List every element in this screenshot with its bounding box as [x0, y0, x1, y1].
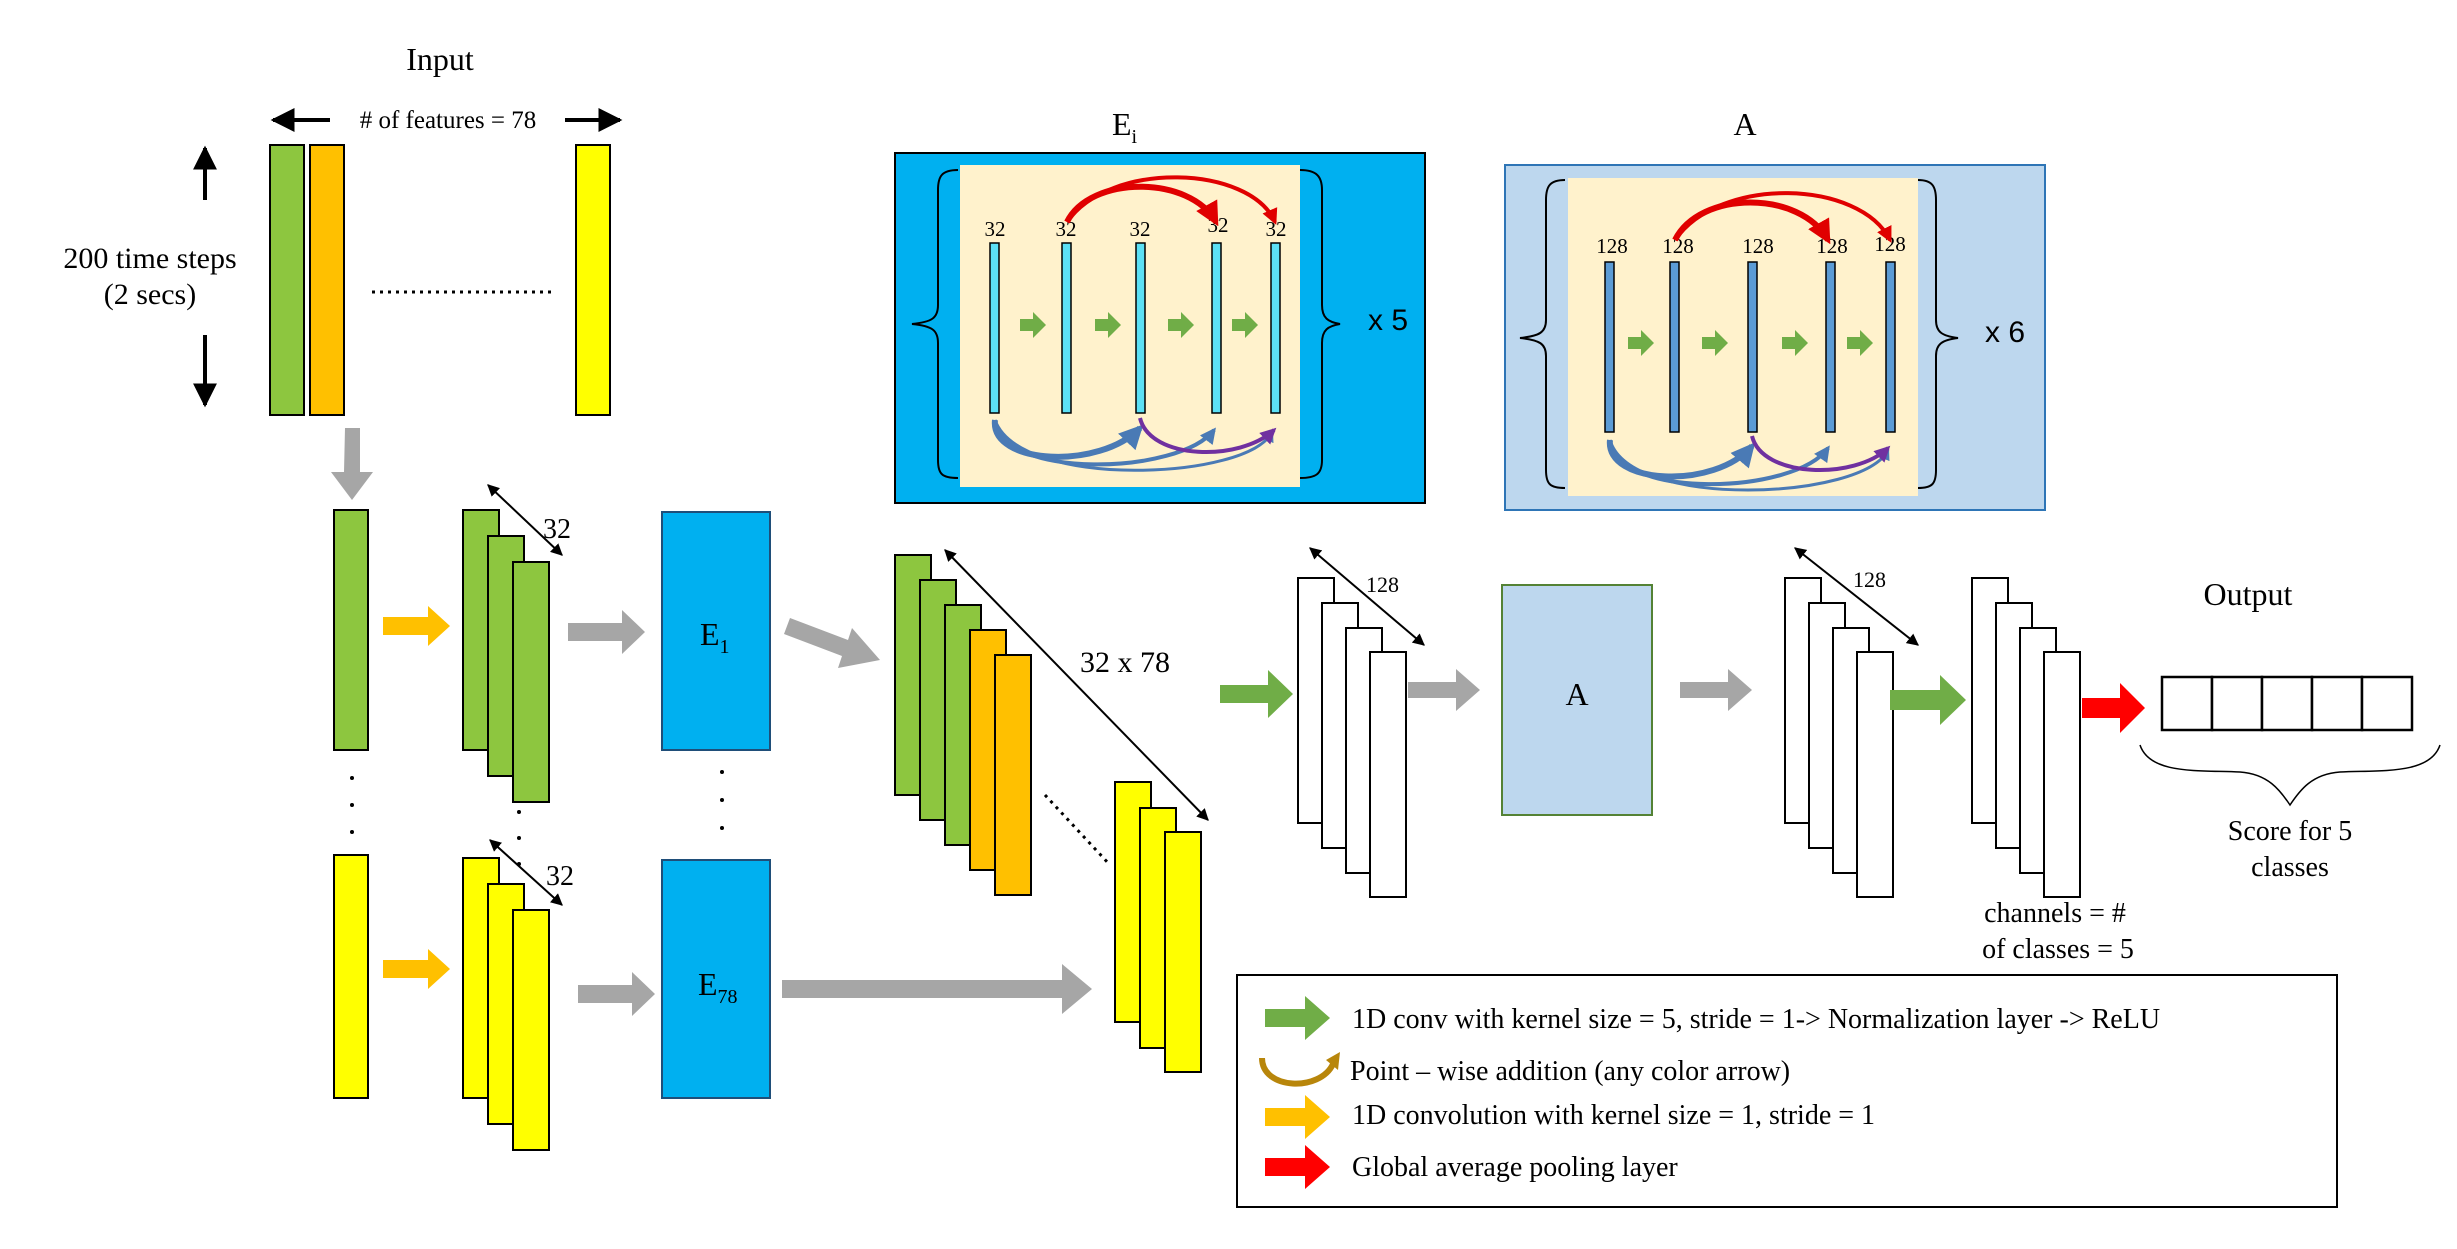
class-channel-stack: [1971, 577, 2081, 898]
svg-text:128: 128: [1742, 234, 1774, 258]
channel-dimension-top: [487, 484, 563, 556]
a-channel-bars: [1604, 261, 1896, 433]
ei-title: Ei: [1112, 106, 1138, 148]
ei-conv-arrows: [1020, 312, 1258, 338]
legend-curved-arrow-icon: [1259, 1052, 1340, 1087]
feature-stack-128-b: [1784, 577, 1894, 898]
ei-channel-labels: 32 32 32 32 32: [985, 213, 1287, 241]
a-block-title: A: [1733, 106, 1756, 142]
to-a-arrow: [1408, 669, 1480, 711]
channel-dimension-128-a: [1309, 547, 1425, 646]
channels-128-b-label: 128: [1853, 567, 1886, 592]
ei-right-brace: [1299, 169, 1341, 479]
a-right-brace: [1917, 179, 1959, 489]
svg-text:128: 128: [1874, 232, 1906, 256]
input-title: Input: [406, 41, 474, 77]
time-steps-label: 200 time steps: [63, 242, 236, 275]
encoder-e78: [661, 859, 771, 1099]
channels-128-a-label: 128: [1366, 572, 1399, 597]
feature-column-78: [333, 854, 369, 1099]
encoder-e1: [661, 511, 771, 751]
input-feature-1: [269, 144, 305, 416]
output-title: Output: [2204, 576, 2293, 612]
split-arrow: [331, 428, 373, 500]
e1-to-concat-arrow: [784, 618, 880, 668]
legend-red-arrow-icon: [1265, 1145, 1330, 1189]
channels-bottom-label: 32: [546, 861, 574, 892]
ei-channel-bars: [989, 242, 1281, 414]
concat-dimension: [944, 549, 1209, 821]
features-label: # of features = 78: [360, 107, 537, 134]
feature-stack-128-a: [1297, 577, 1407, 898]
pooling-arrow: [2082, 683, 2145, 733]
svg-text:32: 32: [1056, 217, 1077, 241]
ei-left-brace: [911, 169, 959, 479]
a-left-brace: [1519, 179, 1566, 489]
conv-stack-top: [462, 509, 550, 803]
legend-item-addition: Point – wise addition (any color arrow): [1350, 1056, 1790, 1087]
pointwise-conv-arrow-top: [383, 606, 450, 646]
encoder-e78-label: E78: [698, 966, 738, 1008]
concat-label: 32 x 78: [1080, 646, 1170, 679]
ei-skip-connections: [991, 175, 1278, 472]
score-label-line2: classes: [2251, 852, 2329, 883]
legend-green-arrow-icon: [1265, 996, 1330, 1040]
to-e1-arrow: [568, 610, 645, 654]
channels-top-label: 32: [543, 514, 571, 545]
classes-label-line1: channels = #: [1984, 898, 2126, 929]
time-seconds-label: (2 secs): [104, 278, 196, 311]
feature-column-1: [333, 509, 369, 751]
svg-text:128: 128: [1816, 234, 1848, 258]
output-brace: [2139, 744, 2441, 807]
e78-to-concat-arrow: [782, 964, 1092, 1014]
channel-dimension-128-b: [1794, 547, 1919, 646]
a-to-stack-arrow: [1680, 669, 1752, 711]
a-conv-arrows: [1628, 330, 1873, 356]
svg-text:32: 32: [1130, 217, 1151, 241]
legend-orange-arrow-icon: [1265, 1095, 1330, 1139]
a-repeat: x 6: [1985, 316, 2025, 349]
svg-text:32: 32: [985, 217, 1006, 241]
channel-dimension-bottom: [489, 839, 563, 906]
a-module-label: A: [1565, 676, 1588, 712]
output-score-boxes: [2160, 675, 2414, 732]
score-label-line1: Score for 5: [2228, 816, 2352, 847]
to-e78-arrow: [578, 972, 655, 1016]
legend-box: [1236, 974, 2338, 1208]
svg-text:128: 128: [1596, 234, 1628, 258]
a-channel-labels: 128 128 128 128 128: [1596, 232, 1906, 258]
a-skip-connections: [1606, 191, 1892, 492]
a-module: [1501, 584, 1653, 816]
input-feature-2: [309, 144, 345, 416]
legend-item-conv5: 1D conv with kernel size = 5, stride = 1…: [1352, 1004, 2160, 1035]
concat-to-conv-arrow: [1220, 670, 1293, 718]
ei-repeat: x 5: [1368, 304, 1408, 337]
conv-stack-bottom: [462, 857, 550, 1151]
encoder-e1-label: E1: [700, 616, 730, 658]
pointwise-conv-arrow-bottom: [383, 949, 450, 989]
legend-item-pooling: Global average pooling layer: [1352, 1152, 1678, 1183]
legend-item-conv1: 1D convolution with kernel size = 1, str…: [1352, 1100, 1875, 1131]
classes-label-line2: of classes = 5: [1982, 934, 2134, 965]
to-classes-arrow: [1890, 675, 1966, 725]
input-feature-78: [575, 144, 611, 416]
